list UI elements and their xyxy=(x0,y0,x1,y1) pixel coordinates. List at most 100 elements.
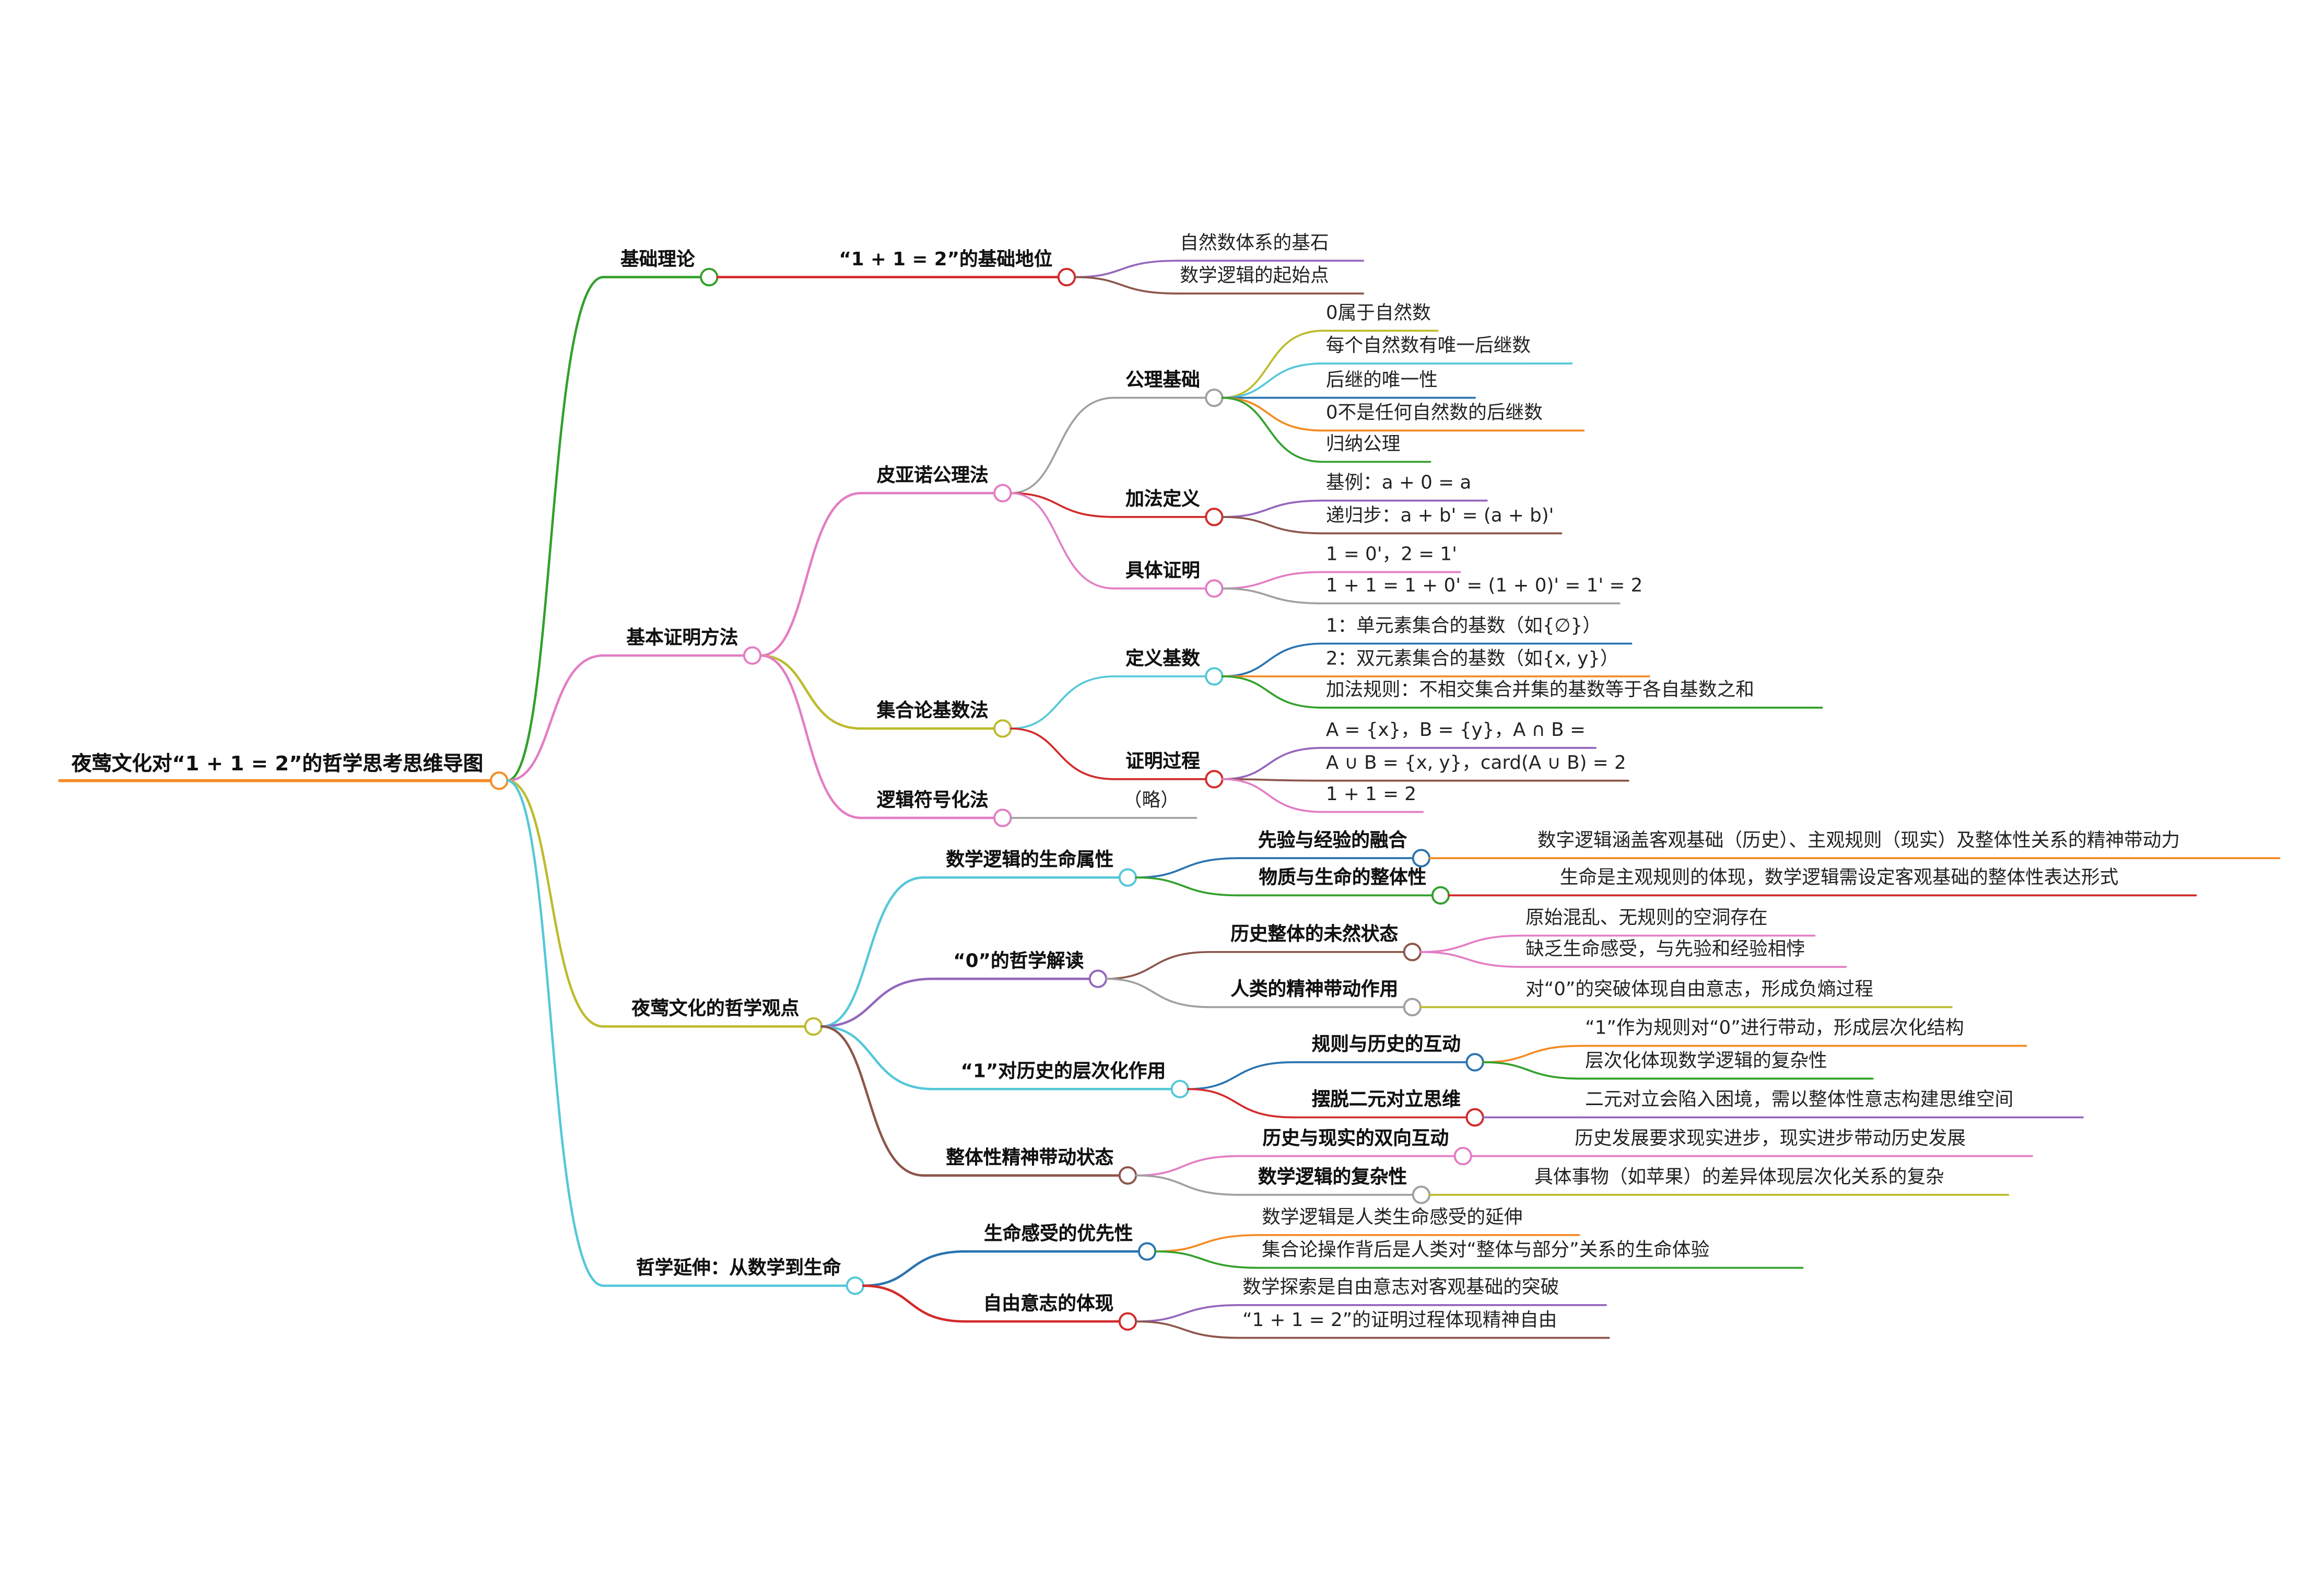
branch-node[interactable]: 哲学延伸：从数学到生命 xyxy=(636,1256,841,1279)
leaf-node[interactable]: “1”作为规则对“0”进行带动，形成层次化结构 xyxy=(1585,1016,1964,1039)
collapse-toggle-icon[interactable] xyxy=(1412,1186,1431,1204)
connector xyxy=(759,491,863,657)
connector xyxy=(1221,642,1324,677)
topic-node[interactable]: 定义基数 xyxy=(1125,647,1200,669)
topic-node[interactable]: 集合论基数法 xyxy=(876,698,989,721)
leaf-node[interactable]: 递归步：a + b' = (a + b)' xyxy=(1325,503,1554,526)
collapse-toggle-icon[interactable] xyxy=(1170,1080,1189,1098)
topic-node[interactable]: 整体性精神带动状态 xyxy=(946,1145,1114,1168)
collapse-toggle-icon[interactable] xyxy=(1465,1053,1484,1072)
collapse-toggle-icon[interactable] xyxy=(700,267,719,287)
topic-node[interactable]: 数学逻辑的生命属性 xyxy=(946,848,1114,870)
topic-node[interactable]: “1 + 1 = 2”的基础地位 xyxy=(839,247,1053,270)
collapse-toggle-icon[interactable] xyxy=(743,646,762,665)
topic-node[interactable]: 历史与现实的双向互动 xyxy=(1262,1126,1449,1149)
connector xyxy=(1221,747,1324,780)
collapse-toggle-icon[interactable] xyxy=(1137,1242,1157,1261)
collapse-toggle-icon[interactable] xyxy=(804,1017,823,1036)
connector xyxy=(506,654,605,782)
leaf-node[interactable]: 后继的唯一性 xyxy=(1325,368,1438,391)
leaf-node[interactable]: 二元对立会陷入困境，需以整体性意志构建思维空间 xyxy=(1585,1087,2014,1110)
collapse-toggle-icon[interactable] xyxy=(846,1276,865,1295)
collapse-toggle-icon[interactable] xyxy=(1205,388,1224,407)
leaf-node[interactable]: 具体事物（如苹果）的差异体现层次化关系的复杂 xyxy=(1534,1165,1944,1188)
collapse-toggle-icon[interactable] xyxy=(993,808,1012,827)
leaf-node[interactable]: 集合论操作背后是人类对“整体与部分”关系的生命体验 xyxy=(1262,1238,1710,1261)
leaf-node[interactable]: 加法规则：不相交集合并集的基数等于各自基数之和 xyxy=(1325,677,1754,700)
leaf-node[interactable]: “1 + 1 = 2”的证明过程体现精神自由 xyxy=(1242,1308,1557,1331)
leaf-node[interactable]: （略） xyxy=(1123,788,1179,811)
topic-node[interactable]: 人类的精神带动作用 xyxy=(1230,977,1399,1000)
collapse-toggle-icon[interactable] xyxy=(1453,1146,1472,1166)
leaf-node[interactable]: 归纳公理 xyxy=(1325,432,1401,455)
collapse-toggle-icon[interactable] xyxy=(1205,508,1224,526)
collapse-toggle-icon[interactable] xyxy=(1205,667,1224,686)
leaf-node[interactable]: 数学逻辑的起始点 xyxy=(1180,263,1329,286)
topic-node[interactable]: 皮亚诺公理法 xyxy=(876,463,989,486)
root-node-title[interactable]: 夜莺文化对“1 + 1 = 2”的哲学思考思维导图 xyxy=(71,752,484,777)
leaf-node[interactable]: 数字逻辑涵盖客观基础（历史）、主观规则（现实）及整体性关系的精神带动力 xyxy=(1537,828,2180,851)
branch-node[interactable]: 基本证明方法 xyxy=(626,626,738,648)
leaf-node[interactable]: 自然数体系的基石 xyxy=(1180,231,1329,253)
collapse-toggle-icon[interactable] xyxy=(1088,969,1108,988)
leaf-node[interactable]: A = {x}，B = {y}，A ∩ B = xyxy=(1325,718,1586,741)
collapse-toggle-icon[interactable] xyxy=(1465,1108,1484,1127)
connector xyxy=(820,977,934,1028)
collapse-toggle-icon[interactable] xyxy=(993,719,1012,738)
collapse-toggle-icon[interactable] xyxy=(1118,1312,1137,1331)
collapse-toggle-icon[interactable] xyxy=(1118,868,1137,887)
leaf-node[interactable]: 生命是主观规则的体现，数学逻辑需设定客观基础的整体性表达形式 xyxy=(1559,865,2119,888)
topic-node[interactable]: 物质与生命的整体性 xyxy=(1259,865,1427,888)
branch-node[interactable]: 夜莺文化的哲学观点 xyxy=(631,996,800,1019)
topic-node[interactable]: “0”的哲学解读 xyxy=(953,949,1084,971)
topic-node[interactable]: 公理基础 xyxy=(1125,368,1200,391)
leaf-node[interactable]: 缺乏生命感受，与先验和经验相悖 xyxy=(1525,937,1805,960)
leaf-node[interactable]: 1 + 1 = 2 xyxy=(1325,782,1416,805)
leaf-node[interactable]: 0不是任何自然数的后继数 xyxy=(1325,401,1543,424)
topic-node[interactable]: 历史整体的未然状态 xyxy=(1230,922,1399,945)
connector xyxy=(1135,1320,1241,1339)
topic-node[interactable]: 证明过程 xyxy=(1125,749,1200,772)
collapse-toggle-icon[interactable] xyxy=(993,484,1012,502)
topic-node[interactable]: 逻辑符号化法 xyxy=(876,788,989,811)
topic-node[interactable]: “1”对历史的层次化作用 xyxy=(960,1059,1166,1082)
collapse-toggle-icon[interactable] xyxy=(1403,998,1422,1017)
leaf-node[interactable]: 基例：a + 0 = a xyxy=(1325,471,1472,494)
topic-node[interactable]: 加法定义 xyxy=(1125,487,1200,510)
collapse-toggle-icon[interactable] xyxy=(1118,1166,1137,1185)
collapse-toggle-icon[interactable] xyxy=(1412,849,1431,867)
topic-node[interactable]: 生命感受的优先性 xyxy=(984,1222,1133,1244)
collapse-toggle-icon[interactable] xyxy=(1403,943,1422,961)
collapse-toggle-icon[interactable] xyxy=(1431,886,1450,905)
leaf-node[interactable]: 0属于自然数 xyxy=(1325,301,1431,324)
connector xyxy=(1221,778,1324,813)
connector xyxy=(1419,951,1524,968)
connector xyxy=(1221,396,1324,432)
connector xyxy=(1221,587,1324,605)
leaf-node[interactable]: 1 = 0'，2 = 1' xyxy=(1325,542,1457,565)
collapse-toggle-icon[interactable] xyxy=(1205,770,1224,789)
topic-node[interactable]: 具体证明 xyxy=(1125,558,1200,581)
leaf-node[interactable]: 对“0”的突破体现自由意志，形成负熵过程 xyxy=(1525,977,1873,1000)
leaf-node[interactable]: 2：双元素集合的基数（如{x, y}） xyxy=(1325,647,1619,669)
leaf-node[interactable]: 层次化体现数学逻辑的复杂性 xyxy=(1585,1049,1827,1072)
leaf-node[interactable]: 数学逻辑是人类生命感受的延伸 xyxy=(1262,1205,1523,1228)
topic-node[interactable]: 数学逻辑的复杂性 xyxy=(1258,1165,1407,1188)
leaf-node[interactable]: 1 + 1 = 1 + 0' = (1 + 0)' = 1' = 2 xyxy=(1325,573,1643,596)
leaf-node[interactable]: 原始混乱、无规则的空洞存在 xyxy=(1525,906,1768,929)
leaf-node[interactable]: 历史发展要求现实进步，现实进步带动历史发展 xyxy=(1575,1126,1966,1149)
topic-node[interactable]: 先验与经验的融合 xyxy=(1258,828,1407,851)
topic-node[interactable]: 摆脱二元对立思维 xyxy=(1311,1087,1461,1110)
leaf-node[interactable]: 数学探索是自由意志对客观基础的突破 xyxy=(1242,1275,1559,1298)
branch-node[interactable]: 基础理论 xyxy=(620,247,695,270)
leaf-node[interactable]: 1：单元素集合的基数（如{∅}） xyxy=(1325,614,1601,637)
topic-node[interactable]: 规则与历史的互动 xyxy=(1311,1032,1461,1055)
leaf-node[interactable]: A ∪ B = {x, y}，card(A ∪ B) = 2 xyxy=(1325,750,1626,773)
collapse-toggle-icon[interactable] xyxy=(1205,579,1224,598)
leaf-node[interactable]: 每个自然数有唯一后继数 xyxy=(1325,333,1531,356)
topic-node[interactable]: 自由意志的体现 xyxy=(983,1292,1114,1314)
collapse-toggle-icon[interactable] xyxy=(1057,267,1076,287)
connector xyxy=(1074,260,1178,278)
root-collapse-toggle-icon[interactable] xyxy=(489,771,509,790)
